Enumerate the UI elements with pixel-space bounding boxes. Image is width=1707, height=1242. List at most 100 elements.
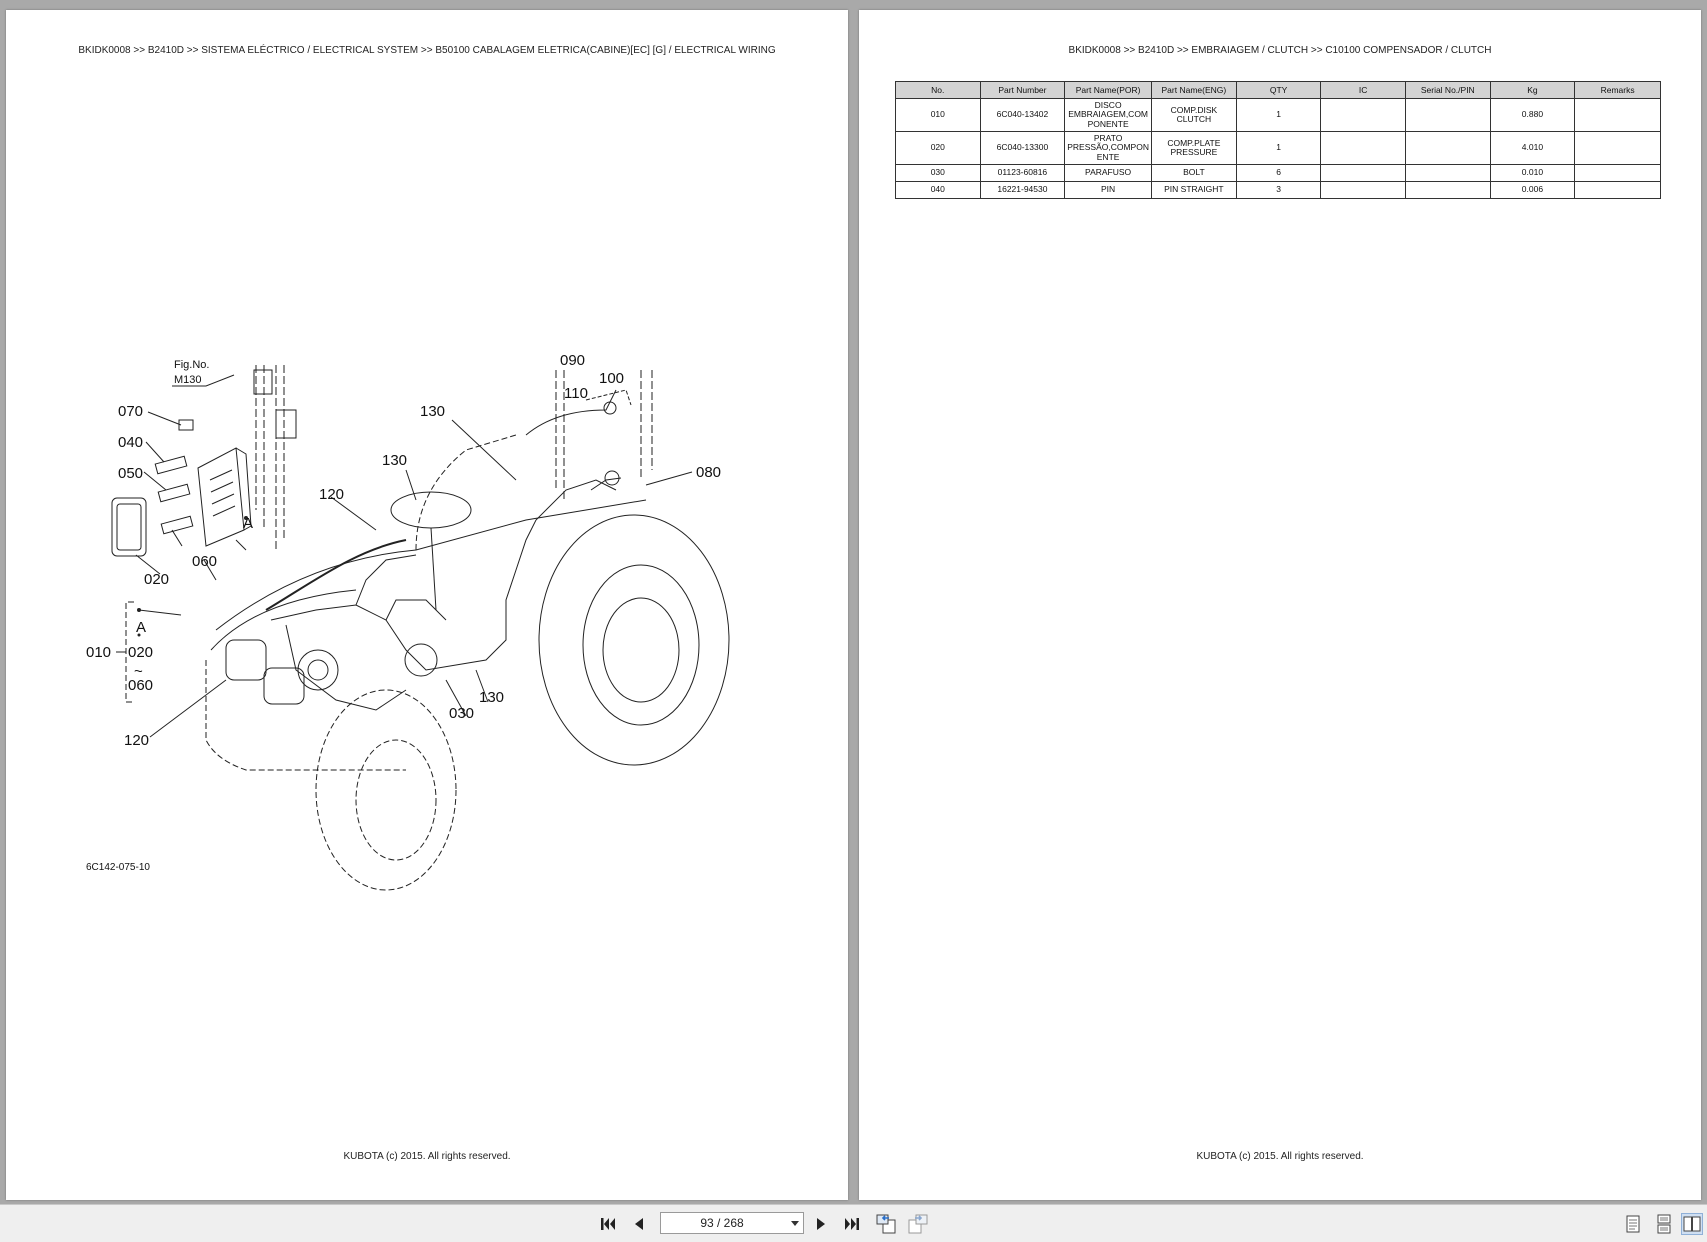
cell-part-number: 6C040-13402 [979,98,1066,132]
single-page-view-button[interactable] [1622,1213,1644,1235]
first-page-icon [601,1218,615,1230]
header-part-name-eng: Part Name(ENG) [1150,81,1237,99]
copyright-footer: KUBOTA (c) 2015. All rights reserved. [1196,1151,1364,1162]
cell-serial [1404,181,1491,199]
cell-serial [1404,131,1491,165]
cell-part-name-por: PRATO PRESSÃO,COMPON ENTE [1064,131,1152,165]
last-page-icon [845,1218,859,1230]
cell-ic [1320,181,1406,199]
next-page-icon [817,1218,825,1230]
cell-part-number: 01123-60816 [979,164,1066,182]
header-kg: Kg [1489,81,1576,99]
callout-120-upper: 120 [319,486,344,503]
cell-remarks [1574,181,1661,199]
cell-remarks [1574,131,1661,165]
facing-pages-view-button[interactable] [1681,1213,1703,1235]
callout-a-fusebox: A [243,515,253,532]
header-part-number: Part Number [979,81,1066,99]
first-page-button[interactable] [597,1213,619,1235]
callout-130-middle: 130 [382,452,407,469]
callout-020: 020 [144,571,169,588]
cell-ic [1320,164,1406,182]
chevron-down-icon[interactable] [791,1221,799,1226]
callout-020-group: 020 [128,644,153,661]
go-forward-button[interactable] [907,1213,929,1235]
breadcrumb: BKIDK0008 >> B2410D >> EMBRAIAGEM / CLUT… [1068,45,1492,56]
last-page-button[interactable] [841,1213,863,1235]
cell-part-name-por: PARAFUSO [1064,164,1152,182]
callout-090: 090 [560,352,585,369]
cell-ic [1320,98,1406,132]
cell-serial [1404,98,1491,132]
header-ic: IC [1320,81,1406,99]
cell-part-name-eng: COMP.DISK CLUTCH [1150,98,1237,132]
cell-part-name-eng: COMP.PLATE PRESSURE [1150,131,1237,165]
cell-no: 030 [895,164,981,182]
table-row: 010 6C040-13402 DISCO EMBRAIAGEM,COM PON… [895,98,1661,132]
cell-remarks [1574,164,1661,182]
cell-ic [1320,131,1406,165]
cell-remarks [1574,98,1661,132]
go-back-button[interactable] [875,1213,897,1235]
cell-no: 040 [895,181,981,199]
callout-050: 050 [118,465,143,482]
continuous-view-icon [1657,1214,1671,1234]
cell-qty: 1 [1235,98,1322,132]
callout-a-group: A [136,619,146,636]
viewer-toolbar [0,1204,1707,1242]
cell-part-name-eng: BOLT [1150,164,1237,182]
cell-part-name-eng: PIN STRAIGHT [1150,181,1237,199]
cell-no: 020 [895,131,981,165]
next-page-button[interactable] [810,1213,832,1235]
go-forward-icon [908,1214,928,1234]
facing-pages-view-icon [1683,1216,1701,1232]
callout-120-lower: 120 [124,732,149,749]
document-page-left: BKIDK0008 >> B2410D >> SISTEMA ELÉCTRICO… [6,10,848,1200]
copyright-footer: KUBOTA (c) 2015. All rights reserved. [343,1151,511,1162]
callout-040: 040 [118,434,143,451]
callout-030: 030 [449,705,474,722]
breadcrumb: BKIDK0008 >> B2410D >> SISTEMA ELÉCTRICO… [78,45,776,56]
cell-part-name-por: PIN [1064,181,1152,199]
table-row: 030 01123-60816 PARAFUSO BOLT 6 0.010 [895,164,1661,182]
single-page-view-icon [1626,1215,1640,1233]
header-remarks: Remarks [1574,81,1661,99]
fig-no-value: M130 [174,374,202,386]
cell-part-name-por: DISCO EMBRAIAGEM,COM PONENTE [1064,98,1152,132]
callout-070: 070 [118,403,143,420]
callout-100: 100 [599,370,624,387]
callout-130-top: 130 [420,403,445,420]
cell-qty: 3 [1235,181,1322,199]
cell-kg: 4.010 [1489,131,1576,165]
document-page-right: BKIDK0008 >> B2410D >> EMBRAIAGEM / CLUT… [859,10,1701,1200]
callout-110: 110 [564,385,588,402]
callout-060: 060 [192,553,217,570]
header-qty: QTY [1235,81,1322,99]
drawing-code: 6C142-075-10 [86,862,150,873]
header-serial: Serial No./PIN [1404,81,1491,99]
callout-060-group: 060 [128,677,153,694]
previous-page-icon [635,1218,643,1230]
cell-kg: 0.006 [1489,181,1576,199]
fig-no-label: Fig.No. [174,359,209,371]
cell-part-number: 6C040-13300 [979,131,1066,165]
table-row: 040 16221-94530 PIN PIN STRAIGHT 3 0.006 [895,181,1661,199]
cell-no: 010 [895,98,981,132]
previous-page-button[interactable] [628,1213,650,1235]
continuous-view-button[interactable] [1653,1213,1675,1235]
header-part-name-por: Part Name(POR) [1064,81,1152,99]
page-number-field[interactable] [660,1212,804,1234]
cell-qty: 6 [1235,164,1322,182]
cell-kg: 0.880 [1489,98,1576,132]
table-row: 020 6C040-13300 PRATO PRESSÃO,COMPON ENT… [895,131,1661,165]
header-no: No. [895,81,981,99]
go-back-icon [876,1214,896,1234]
cell-serial [1404,164,1491,182]
parts-table: No. Part Number Part Name(POR) Part Name… [895,81,1661,199]
callout-tilde: ~ [134,663,143,680]
callout-080: 080 [696,464,721,481]
page-number-input[interactable] [661,1213,783,1233]
callout-010: 010 [86,644,111,661]
table-header-row: No. Part Number Part Name(POR) Part Name… [895,81,1661,99]
cell-qty: 1 [1235,131,1322,165]
